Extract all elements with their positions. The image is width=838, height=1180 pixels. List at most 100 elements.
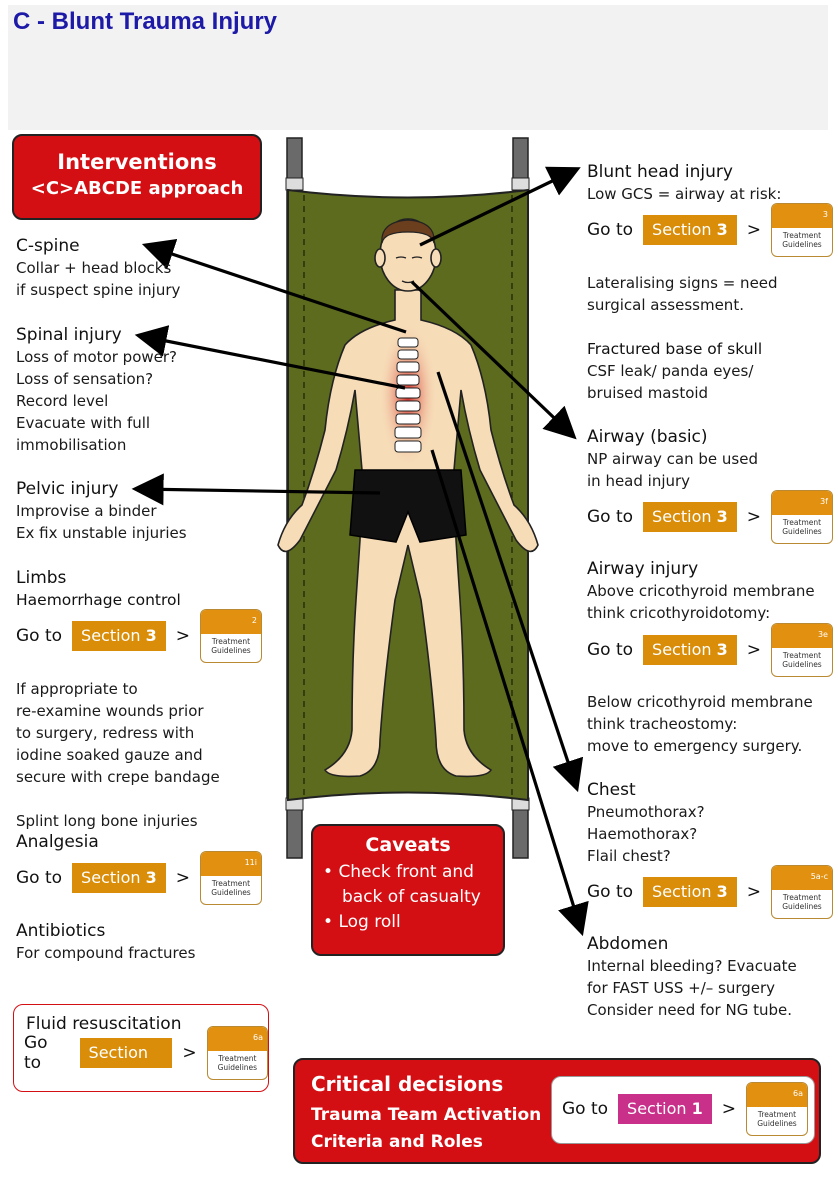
tg-line2: Guidelines (211, 646, 251, 655)
section-number: 3 (716, 220, 728, 239)
chest-line: Pneumothorax? (587, 803, 705, 821)
caveats-box: Caveats • Check front and back of casual… (311, 824, 505, 956)
section-number: 3 (716, 640, 728, 659)
analgesia-heading: Analgesia (16, 832, 99, 852)
section-word: Section (652, 507, 712, 526)
chevron-right-icon: > (746, 640, 761, 660)
section-button[interactable]: Section 3 (72, 863, 166, 893)
head-line: Low GCS = airway at risk: (587, 185, 782, 203)
abdomen-section: Abdomen Internal bleeding? Evacuate for … (587, 933, 797, 1021)
skull-section: Fractured base of skull CSF leak/ panda … (587, 338, 762, 404)
section-number: 3 (716, 882, 728, 901)
section-number: 3 (716, 507, 728, 526)
critical-line: Trauma Team Activation (311, 1105, 542, 1125)
section-button[interactable]: Section 3 (643, 635, 737, 665)
limbs-line: iodine soaked gauze and (16, 746, 203, 764)
limbs-line: to surgery, redress with (16, 724, 195, 742)
section-button[interactable]: Section 3 (643, 502, 737, 532)
critical-title: Critical decisions (311, 1072, 504, 1096)
skull-heading: Fractured base of skull (587, 340, 763, 358)
skull-line: bruised mastoid (587, 384, 709, 402)
chevron-right-icon: > (175, 868, 190, 888)
lateral-line: surgical assessment. (587, 296, 744, 314)
goto-label: Go to (562, 1099, 609, 1119)
hair (381, 219, 435, 244)
caveats-item: • Check front and (323, 862, 474, 882)
abdomen-line: Internal bleeding? Evacuate (587, 957, 797, 975)
chevron-right-icon: > (182, 1043, 197, 1063)
goto-label: Go to (587, 882, 634, 902)
caveats-item: • Log roll (323, 912, 401, 932)
limbs-heading: Limbs (16, 568, 67, 588)
goto-label: Go to (16, 868, 63, 888)
fluid-box: Fluid resuscitation Go to Section 3 > 6a… (13, 1004, 269, 1092)
tg-line2: Guidelines (782, 660, 822, 669)
tg-line1: Treatment (211, 879, 251, 888)
tg-line2: Guidelines (782, 240, 822, 249)
cspine-line: Collar + head blocks (16, 259, 172, 277)
guideline-code: 11i (200, 852, 261, 876)
tg-line2: Guidelines (757, 1119, 797, 1128)
tg-line1: Treatment (211, 637, 251, 646)
critical-box: Critical decisions Trauma Team Activatio… (293, 1058, 821, 1164)
section-button[interactable]: Section 3 (79, 1038, 173, 1084)
section-button[interactable]: Section 3 (643, 215, 737, 245)
section-button[interactable]: Section 3 (643, 877, 737, 907)
below-line: think tracheostomy: (587, 715, 738, 733)
spinal-section: Spinal injury Loss of motor power? Loss … (16, 324, 177, 456)
caveats-title: Caveats (365, 834, 451, 856)
pelvic-line: Ex fix unstable injuries (16, 524, 187, 542)
limbs-line: re-examine wounds prior (16, 702, 204, 720)
section-number: 3 (88, 1065, 100, 1084)
below-line: Below cricothyroid membrane (587, 693, 813, 711)
section-word: Section (652, 220, 712, 239)
lateral-line: Lateralising signs = need (587, 274, 778, 292)
page-title: C - Blunt Trauma Injury (13, 8, 278, 35)
spinal-line: Record level (16, 392, 109, 410)
tg-line2: Guidelines (217, 1063, 258, 1072)
goto-label: Go to (587, 220, 634, 240)
section-number: 1 (691, 1099, 703, 1118)
abdomen-heading: Abdomen (587, 934, 669, 954)
chevron-right-icon: > (175, 626, 190, 646)
antibiotics-line: For compound fractures (16, 944, 196, 962)
spine-vertebrae (394, 337, 422, 453)
cspine-heading: C-spine (16, 236, 80, 256)
antibiotics-section: Antibiotics For compound fractures (16, 920, 195, 964)
section-button[interactable]: Section 3 (72, 621, 166, 651)
guideline-code: 3e (771, 624, 832, 648)
guideline-code: 6a (207, 1027, 267, 1051)
section-button[interactable]: Section 1 (618, 1094, 712, 1124)
guideline-code: 5a-c (771, 866, 832, 890)
section-word: Section (627, 1099, 687, 1118)
limbs-line: secure with crepe bandage (16, 768, 220, 786)
tg-line2: Guidelines (211, 888, 251, 897)
fluid-heading: Fluid resuscitation (26, 1014, 182, 1034)
limbs-section: Limbs Haemorrhage control (16, 567, 181, 611)
airway-injury-section: Airway injury Above cricothyroid membran… (587, 558, 815, 624)
section-word: Section (652, 640, 712, 659)
spinal-line: Evacuate with full (16, 414, 151, 432)
critical-lines: Trauma Team Activation Criteria and Role… (311, 1102, 541, 1156)
limbs-line: If appropriate to (16, 680, 138, 698)
below-line: move to emergency surgery. (587, 737, 803, 755)
interventions-title: Interventions (57, 150, 217, 174)
